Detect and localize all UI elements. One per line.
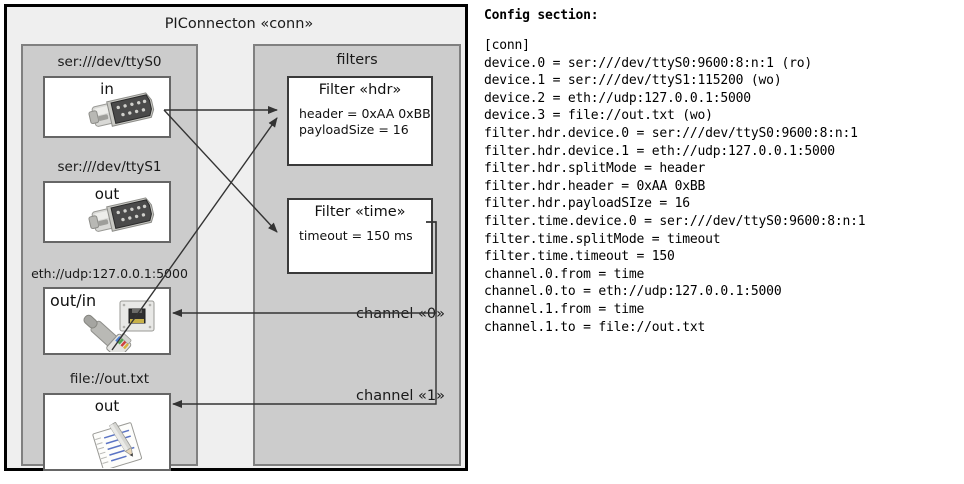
device-card-eth[interactable]: out/in	[43, 287, 171, 359]
filter-body-time: timeout = 150 ms	[299, 228, 413, 244]
device-card-ttyS0[interactable]: in	[43, 76, 171, 138]
filter-hdr-line-header: header = 0xAA 0xBB	[299, 106, 431, 121]
device-caption-ttyS1: ser:///dev/ttyS1	[57, 159, 162, 175]
filter-time-line-timeout: timeout = 150 ms	[299, 228, 413, 243]
filters-panel: filters Filter «hdr» header = 0xAA 0xBB …	[253, 44, 461, 466]
connector-diagram: PIConnecton «conn» ser:///dev/ttyS0 in	[4, 4, 468, 471]
channel-label-1: channel «1»	[356, 388, 445, 404]
config-heading: Config section:	[484, 8, 599, 23]
device-label-out-in: out/in	[50, 291, 97, 310]
filter-title-time: Filter «time»	[314, 204, 406, 220]
device-card-ttyS1[interactable]: out	[43, 181, 171, 243]
device-caption-file: file://out.txt	[69, 371, 150, 387]
device-label-in: in	[100, 80, 114, 98]
filter-hdr-line-payload: payloadSize = 16	[299, 122, 409, 137]
filters-panel-title: filters	[336, 52, 378, 68]
config-section: Config section: [conn] device.0 = ser://…	[484, 8, 960, 336]
diagram-title: PIConnecton «conn»	[164, 16, 314, 32]
channel-label-0: channel «0»	[356, 306, 445, 322]
filter-body-hdr: header = 0xAA 0xBB payloadSize = 16	[299, 106, 431, 138]
device-caption-eth: eth://udp:127.0.0.1:5000	[31, 266, 188, 281]
config-text: [conn] device.0 = ser:///dev/ttyS0:9600:…	[484, 38, 866, 335]
devices-panel: ser:///dev/ttyS0 in	[21, 44, 198, 471]
filter-box-time[interactable]: Filter «time» timeout = 150 ms	[287, 198, 433, 274]
filter-title-hdr: Filter «hdr»	[318, 82, 402, 98]
filter-box-hdr[interactable]: Filter «hdr» header = 0xAA 0xBB payloadS…	[287, 76, 433, 166]
device-caption-ttyS0: ser:///dev/ttyS0	[57, 54, 162, 70]
device-label-out-serial: out	[94, 185, 120, 203]
notepad-pencil-icon	[89, 421, 155, 471]
device-label-out-file: out	[94, 397, 120, 415]
device-card-file[interactable]: out	[43, 393, 171, 471]
